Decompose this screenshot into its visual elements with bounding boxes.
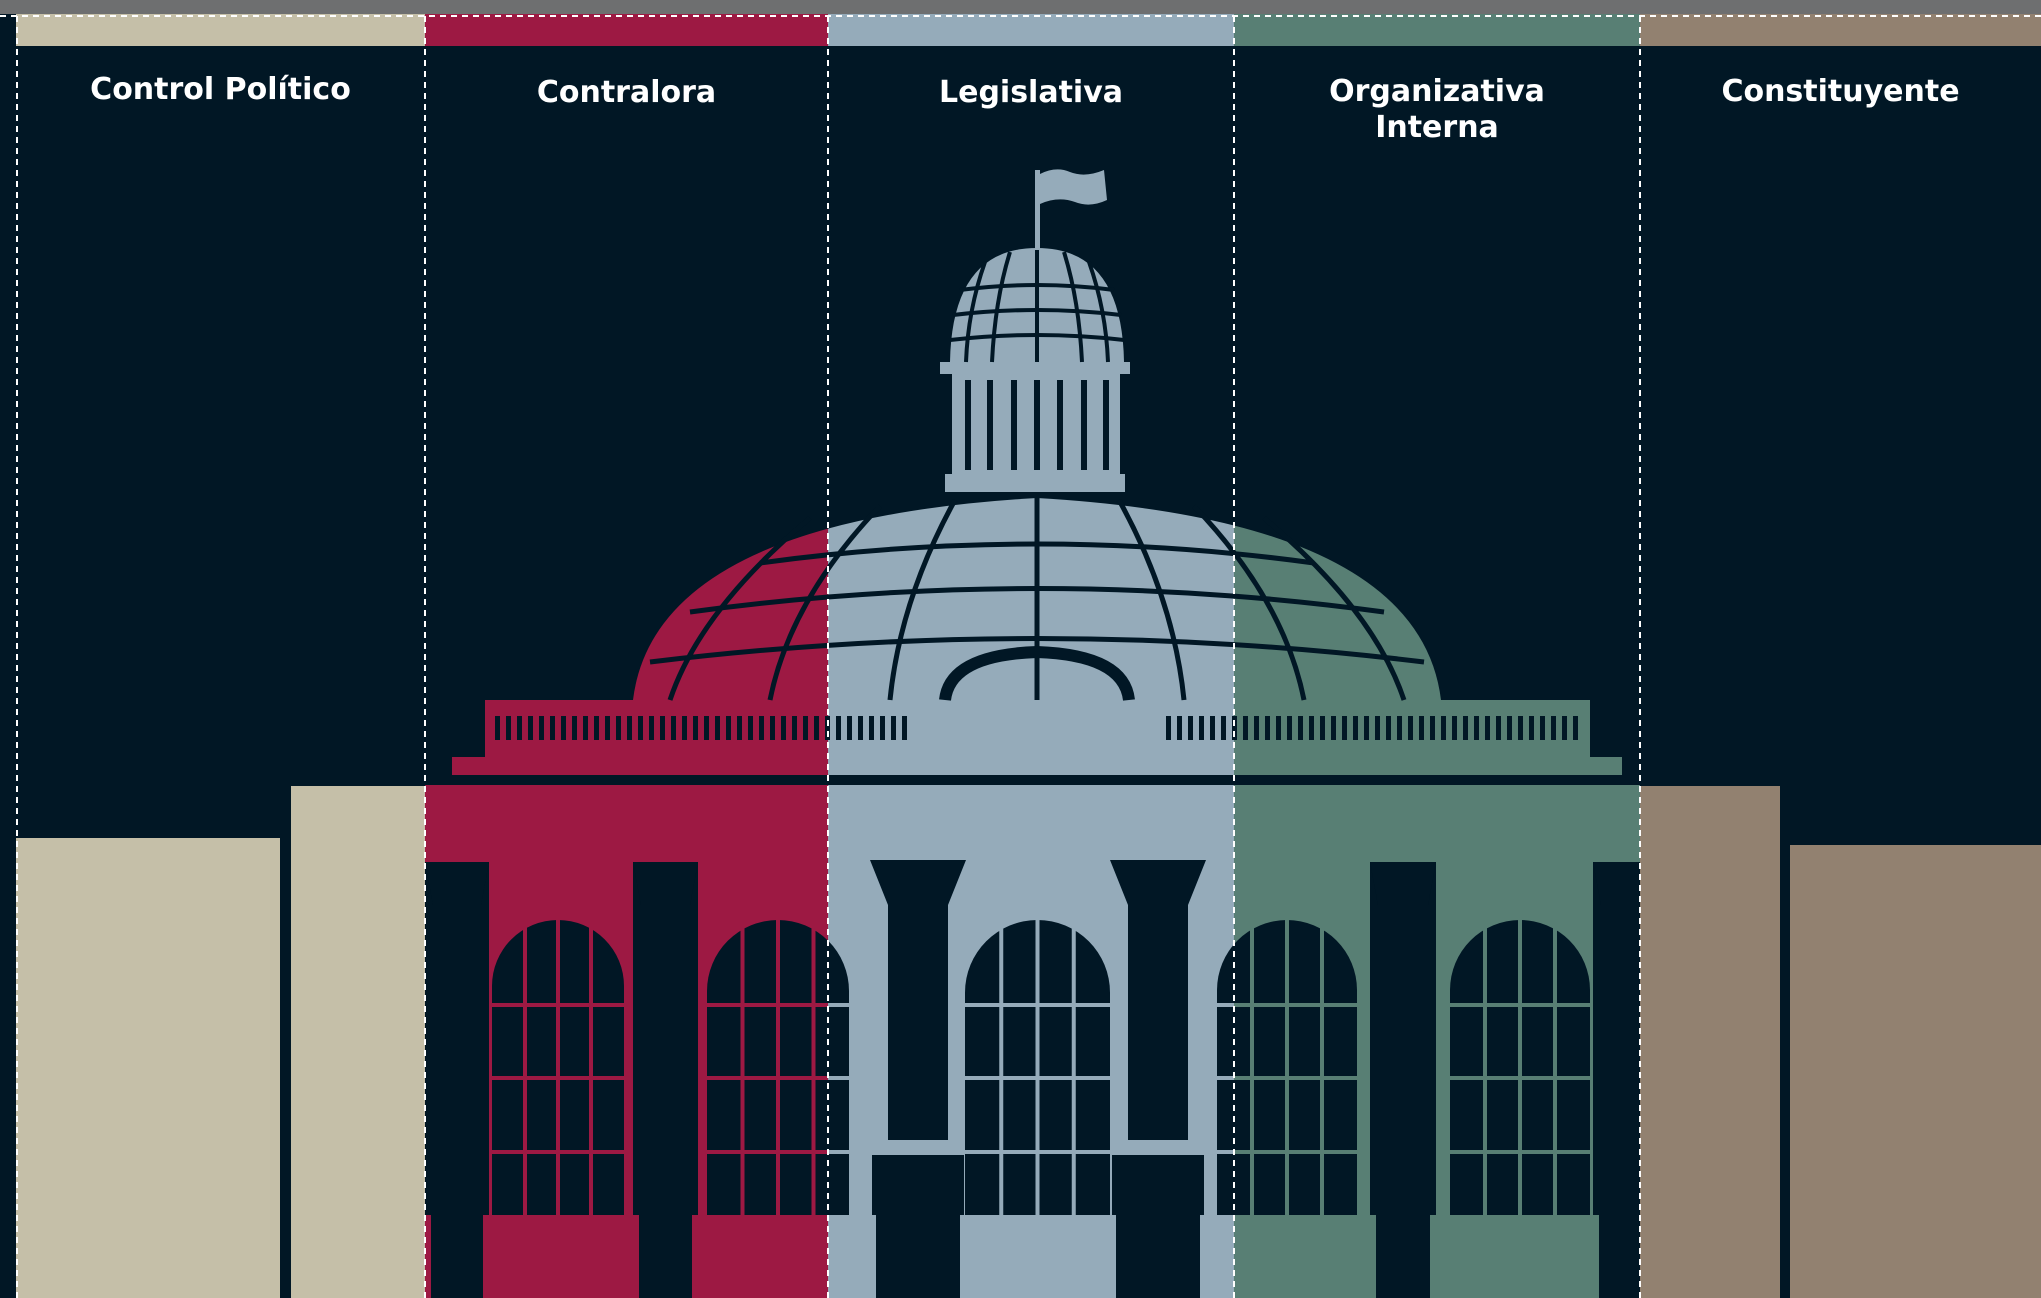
strip-legislativa (828, 14, 1234, 46)
pillar (870, 860, 966, 1140)
flag-icon (1040, 169, 1107, 205)
cornice (452, 757, 828, 775)
arched-window (707, 920, 828, 1215)
balustrade-rail (828, 700, 1234, 712)
label-contralora: Contralora (536, 75, 717, 110)
constituyente-blocks (1640, 786, 2041, 1298)
label-control-politico: Control Político (90, 72, 351, 107)
label-constituyente: Constituyente (1721, 74, 1960, 109)
strip-contralora (425, 14, 828, 46)
strip-control-politico (16, 14, 425, 46)
building-section (1234, 516, 1640, 1298)
balustrade-rail (1234, 700, 1590, 712)
pillar (1110, 860, 1206, 1140)
building-section (828, 498, 1234, 1298)
strip-organizativa-interna (1234, 14, 1640, 46)
balustrade-rail (485, 700, 828, 712)
window-frame-top (0, 0, 2041, 14)
label-legislativa: Legislativa (938, 75, 1124, 110)
window-frame-left (0, 14, 16, 1298)
cornice (828, 757, 1234, 775)
column-dividers (0, 15, 2041, 1298)
building-section (425, 516, 828, 1298)
lantern-lines (950, 250, 1125, 470)
arched-window (1234, 920, 1357, 1215)
label-organizativa-interna: Organizativa Interna (1329, 74, 1545, 145)
cornice (1234, 757, 1622, 775)
control-politico-blocks (16, 786, 425, 1298)
strip-constituyente (1640, 14, 2041, 46)
